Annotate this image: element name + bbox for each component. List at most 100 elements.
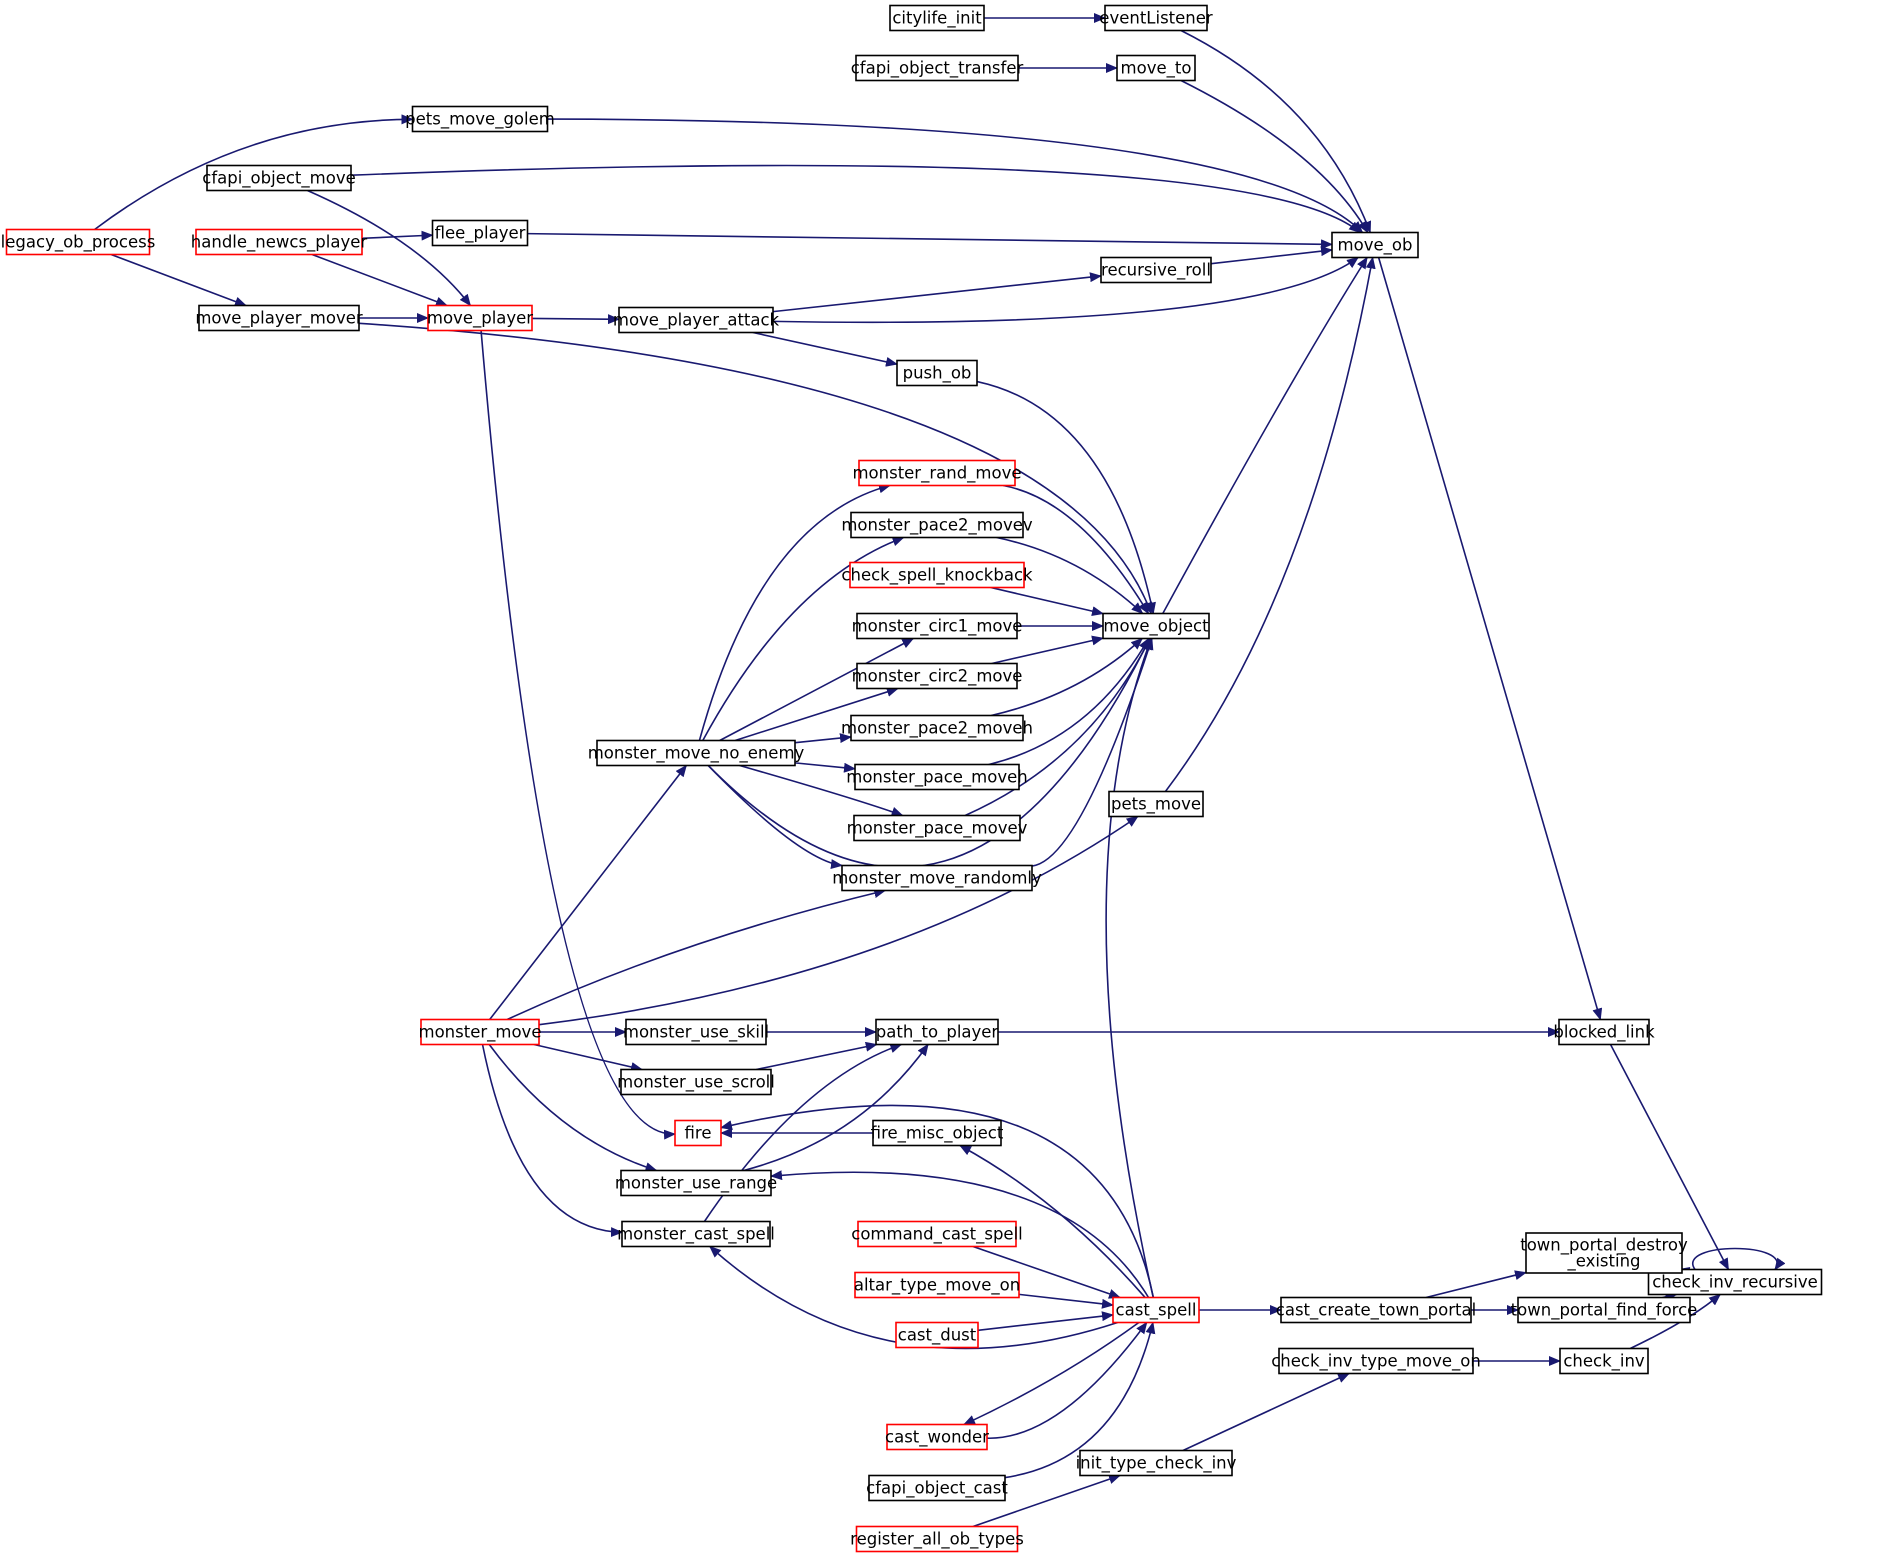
node-legacy-ob-process[interactable]: legacy_ob_process <box>1 228 156 256</box>
node-label: monster_cast_spell <box>617 1225 775 1245</box>
node-flee-player[interactable]: flee_player <box>431 219 529 247</box>
edge-move-player-attack-to-push-ob <box>752 331 898 367</box>
node-recursive-roll[interactable]: recursive_roll <box>1100 256 1212 284</box>
node-cfapi-object-cast[interactable]: cfapi_object_cast <box>866 1474 1008 1502</box>
edge-move-player-mover-to-move-object <box>358 322 1153 615</box>
node-monster-move-randomly[interactable]: monster_move_randomly <box>832 864 1042 892</box>
node-citylife-init[interactable]: citylife_init <box>889 4 985 32</box>
node-init-type-check-inv[interactable]: init_type_check_inv <box>1076 1449 1237 1477</box>
edge-move-object-to-move-ob <box>1162 256 1368 614</box>
edge-init-type-check-inv-to-check-inv-type-move-on <box>1182 1372 1350 1452</box>
node-monster-move-no-enemy[interactable]: monster_move_no_enemy <box>588 739 805 767</box>
node-monster-circ2-move[interactable]: monster_circ2_move <box>852 662 1023 690</box>
node-altar-type-move-on[interactable]: altar_type_move_on <box>854 1271 1020 1299</box>
node-label: monster_move_randomly <box>832 869 1042 889</box>
node-register-all-ob-types[interactable]: register_all_ob_types <box>850 1525 1024 1553</box>
edge-monster-move-to-monster-move-randomly <box>506 888 887 1021</box>
node-box <box>850 511 1024 539</box>
edge-cast-spell-to-fire-misc-object <box>959 1144 1146 1299</box>
node-check-inv[interactable]: check_inv <box>1559 1347 1649 1375</box>
node-label: check_spell_knockback <box>841 566 1033 586</box>
node-label: pets_move <box>1111 795 1201 815</box>
node-cfapi-object-transfer[interactable]: cfapi_object_transfer <box>851 54 1024 82</box>
edge-cfapi-object-cast-to-cast-spell <box>1004 1321 1156 1479</box>
node-monster-cast-spell[interactable]: monster_cast_spell <box>617 1220 775 1248</box>
node-label: push_ob <box>903 364 972 384</box>
edge-monster-move-no-enemy-to-monster-move-randomly <box>707 764 843 870</box>
node-cast-create-town-portal[interactable]: cast_create_town_portal <box>1276 1296 1476 1324</box>
node-move-to[interactable]: move_to <box>1116 54 1196 82</box>
node-cfapi-object-move[interactable]: cfapi_object_move <box>202 164 356 192</box>
edge-monster-move-no-enemy-to-move-object <box>707 637 1151 868</box>
edge-monster-move-no-enemy-to-monster-circ2-move <box>734 687 899 742</box>
node-box <box>857 1220 1017 1248</box>
node-path-to-player[interactable]: path_to_player <box>875 1018 999 1046</box>
edge-monster-move-to-pets-move <box>538 815 1139 1026</box>
node-monster-use-skill[interactable]: monster_use_skill <box>623 1018 769 1046</box>
node-box <box>620 1169 772 1197</box>
node-label: pets_move_golem <box>405 110 555 130</box>
node-box <box>872 1119 1002 1147</box>
node-box <box>849 561 1025 589</box>
node-label: cast_dust <box>898 1326 977 1346</box>
node-blocked-link[interactable]: blocked_link <box>1553 1018 1655 1046</box>
node-monster-pace-movev[interactable]: monster_pace_movev <box>847 814 1028 842</box>
node-monster-pace2-movev[interactable]: monster_pace2_movev <box>841 511 1033 539</box>
node-move-player-attack[interactable]: move_player_attack <box>613 306 780 334</box>
node-box <box>625 1018 767 1046</box>
node-box <box>1108 790 1204 818</box>
node-check-inv-type-move-on[interactable]: check_inv_type_move_on <box>1271 1347 1481 1375</box>
edge-monster-move-no-enemy-to-monster-pace2-movev <box>702 536 905 741</box>
node-move-ob[interactable]: move_ob <box>1331 231 1419 259</box>
node-label: town_portal_destroy <box>1520 1236 1688 1256</box>
node-town-portal-destroy-existing[interactable]: town_portal_destroy_existing <box>1520 1232 1688 1274</box>
node-box <box>427 304 533 332</box>
node-monster-rand-move[interactable]: monster_rand_move <box>852 459 1022 487</box>
node-monster-use-range[interactable]: monster_use_range <box>615 1169 777 1197</box>
node-fire[interactable]: fire <box>674 1119 722 1147</box>
node-label: blocked_link <box>1553 1023 1655 1043</box>
node-monster-move[interactable]: monster_move <box>419 1018 542 1046</box>
node-monster-circ1-move[interactable]: monster_circ1_move <box>852 612 1023 640</box>
node-monster-pace2-moveh[interactable]: monster_pace2_moveh <box>841 714 1033 742</box>
node-label: fire <box>685 1124 712 1143</box>
node-label: monster_rand_move <box>852 464 1021 484</box>
edge-command-cast-spell-to-cast-spell <box>972 1245 1121 1299</box>
edge-monster-move-to-monster-use-scroll <box>533 1043 643 1072</box>
edge-monster-pace2-moveh-to-move-object <box>990 637 1143 717</box>
node-cast-spell[interactable]: cast_spell <box>1112 1296 1200 1324</box>
node-label: init_type_check_inv <box>1076 1454 1237 1474</box>
node-cast-wonder[interactable]: cast_wonder <box>885 1423 989 1451</box>
node-check-spell-knockback[interactable]: check_spell_knockback <box>841 561 1033 589</box>
node-monster-pace-moveh[interactable]: monster_pace_moveh <box>846 763 1028 791</box>
node-move-player[interactable]: move_player <box>427 304 533 332</box>
node-label: cfapi_object_cast <box>866 1479 1008 1499</box>
edge-push-ob-to-move-object <box>976 380 1156 615</box>
edge-monster-circ2-move-to-move-object <box>991 635 1104 665</box>
node-command-cast-spell[interactable]: command_cast_spell <box>851 1220 1023 1248</box>
node-move-object[interactable]: move_object <box>1102 612 1210 640</box>
node-cast-dust[interactable]: cast_dust <box>895 1321 979 1349</box>
node-box <box>858 459 1016 487</box>
node-label: monster_move_no_enemy <box>588 744 805 764</box>
node-box <box>621 1220 771 1248</box>
edge-monster-use-scroll-to-path-to-player <box>756 1041 878 1071</box>
node-box <box>868 1474 1006 1502</box>
node-label: check_inv_type_move_on <box>1271 1352 1481 1372</box>
node-box <box>1559 1347 1649 1375</box>
node-fire-misc-object[interactable]: fire_misc_object <box>871 1119 1004 1147</box>
node-eventListener[interactable]: eventListener <box>1099 4 1213 32</box>
node-handle-newcs-player[interactable]: handle_newcs_player <box>191 228 368 256</box>
node-push-ob[interactable]: push_ob <box>896 359 978 387</box>
edge-monster-move-no-enemy-to-monster-rand-move <box>698 483 891 741</box>
node-pets-move-golem[interactable]: pets_move_golem <box>405 105 555 133</box>
node-label: handle_newcs_player <box>191 233 368 253</box>
edge-monster-move-no-enemy-to-monster-circ1-move <box>719 637 915 742</box>
node-monster-use-scroll[interactable]: monster_use_scroll <box>617 1068 775 1096</box>
node-pets-move[interactable]: pets_move <box>1108 790 1204 818</box>
node-label: check_inv <box>1563 1352 1645 1372</box>
node-box <box>889 4 985 32</box>
node-town-portal-find-force[interactable]: town_portal_find_force <box>1511 1296 1698 1324</box>
node-move-player-mover[interactable]: move_player_mover <box>195 304 363 332</box>
